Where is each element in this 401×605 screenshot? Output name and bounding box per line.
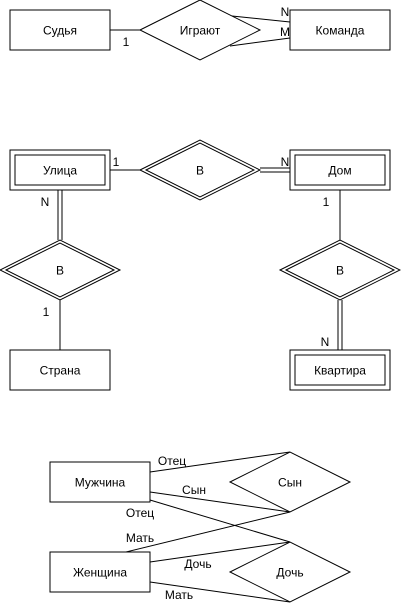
relationship-label: Сын — [278, 476, 302, 490]
line-zhenshchina-syn-mat — [125, 511, 291, 553]
line-igrayut-komanda-m — [229, 37, 291, 47]
weak-entity-ulitsa[interactable]: Улица — [9, 149, 111, 191]
relationship-doch[interactable]: Дочь — [228, 541, 352, 603]
cardinality-dom-kvartira-bottom: N — [321, 335, 330, 349]
entity-label: Квартира — [314, 364, 366, 378]
entity-label: Судья — [43, 24, 77, 38]
relationship-label: Дочь — [276, 566, 303, 580]
entity-label: Страна — [40, 364, 81, 378]
relationship-diamond — [228, 541, 352, 603]
entity-label: Команда — [316, 24, 365, 38]
role-mat-doch: Мать — [165, 588, 193, 602]
relationship-syn[interactable]: Сын — [228, 451, 352, 513]
cardinality-komanda-m: M — [280, 25, 290, 39]
entity-box — [49, 551, 151, 593]
role-doch: Дочь — [184, 557, 211, 571]
entity-box — [289, 9, 391, 51]
role-syn: Сын — [182, 483, 206, 497]
cardinality-ulitsa-dom-right: N — [281, 155, 290, 169]
line-muzhchina-doch-otets — [149, 499, 291, 543]
cardinality-komanda-n: N — [281, 5, 290, 19]
entity-sudya[interactable]: Судья — [9, 9, 111, 51]
entity-zhenshchina[interactable]: Женщина — [49, 551, 151, 593]
line-zhenshchina-doch-mat — [149, 581, 291, 603]
entity-box-inner — [294, 154, 386, 186]
cardinality-sudya-igrayut: 1 — [123, 35, 130, 49]
identifying-relationship-ulitsa-dom[interactable]: В — [138, 139, 262, 201]
entity-label: Дом — [328, 164, 351, 178]
cardinality-labels: 1 N M 1 N N 1 1 N — [41, 5, 330, 349]
relationship-label: В — [196, 164, 204, 178]
entity-box-inner — [14, 154, 106, 186]
cardinality-dom-kvartira-top: 1 — [323, 195, 330, 209]
line-zhenshchina-doch-doch — [149, 541, 291, 563]
line-muzhchina-syn-syn — [149, 491, 291, 513]
entity-komanda[interactable]: Команда — [289, 9, 391, 51]
connector-lines — [57, 15, 343, 603]
entity-box — [9, 349, 111, 391]
weak-entity-dom[interactable]: Дом — [289, 149, 391, 191]
relationship-igrayut[interactable]: Играют — [138, 0, 262, 61]
line-muzhchina-syn-otets — [149, 451, 291, 473]
role-labels: Отец Сын Отец Мать Дочь Мать — [126, 454, 212, 602]
entity-label: Женщина — [73, 566, 127, 580]
identifying-relationship-ulitsa-strana[interactable]: В — [0, 239, 122, 301]
entity-box-inner — [294, 354, 386, 386]
entity-label: Мужчина — [75, 476, 126, 490]
relationship-diamond-inner — [284, 242, 396, 298]
line-igrayut-komanda-n — [231, 15, 291, 23]
cardinality-ulitsa-strana-top: N — [41, 195, 50, 209]
relationship-label: Играют — [180, 24, 221, 38]
entity-label: Улица — [43, 164, 77, 178]
cardinality-ulitsa-strana-bottom: 1 — [43, 305, 50, 319]
entity-strana[interactable]: Страна — [9, 349, 111, 391]
role-otets-doch: Отец — [126, 506, 154, 520]
entity-box — [49, 461, 151, 503]
relationship-diamond-inner — [144, 142, 256, 198]
entity-muzhchina[interactable]: Мужчина — [49, 461, 151, 503]
relationship-label: В — [56, 264, 64, 278]
relationship-diamond-inner — [4, 242, 116, 298]
cardinality-ulitsa-dom-left: 1 — [113, 155, 120, 169]
entity-box — [9, 9, 111, 51]
identifying-relationship-dom-kvartira[interactable]: В — [278, 239, 401, 301]
role-otets-syn: Отец — [158, 454, 186, 468]
weak-entity-kvartira[interactable]: Квартира — [289, 349, 391, 391]
relationship-diamond — [138, 0, 262, 61]
relationship-label: В — [336, 264, 344, 278]
role-mat-syn: Мать — [126, 531, 154, 545]
relationship-diamond — [228, 451, 352, 513]
